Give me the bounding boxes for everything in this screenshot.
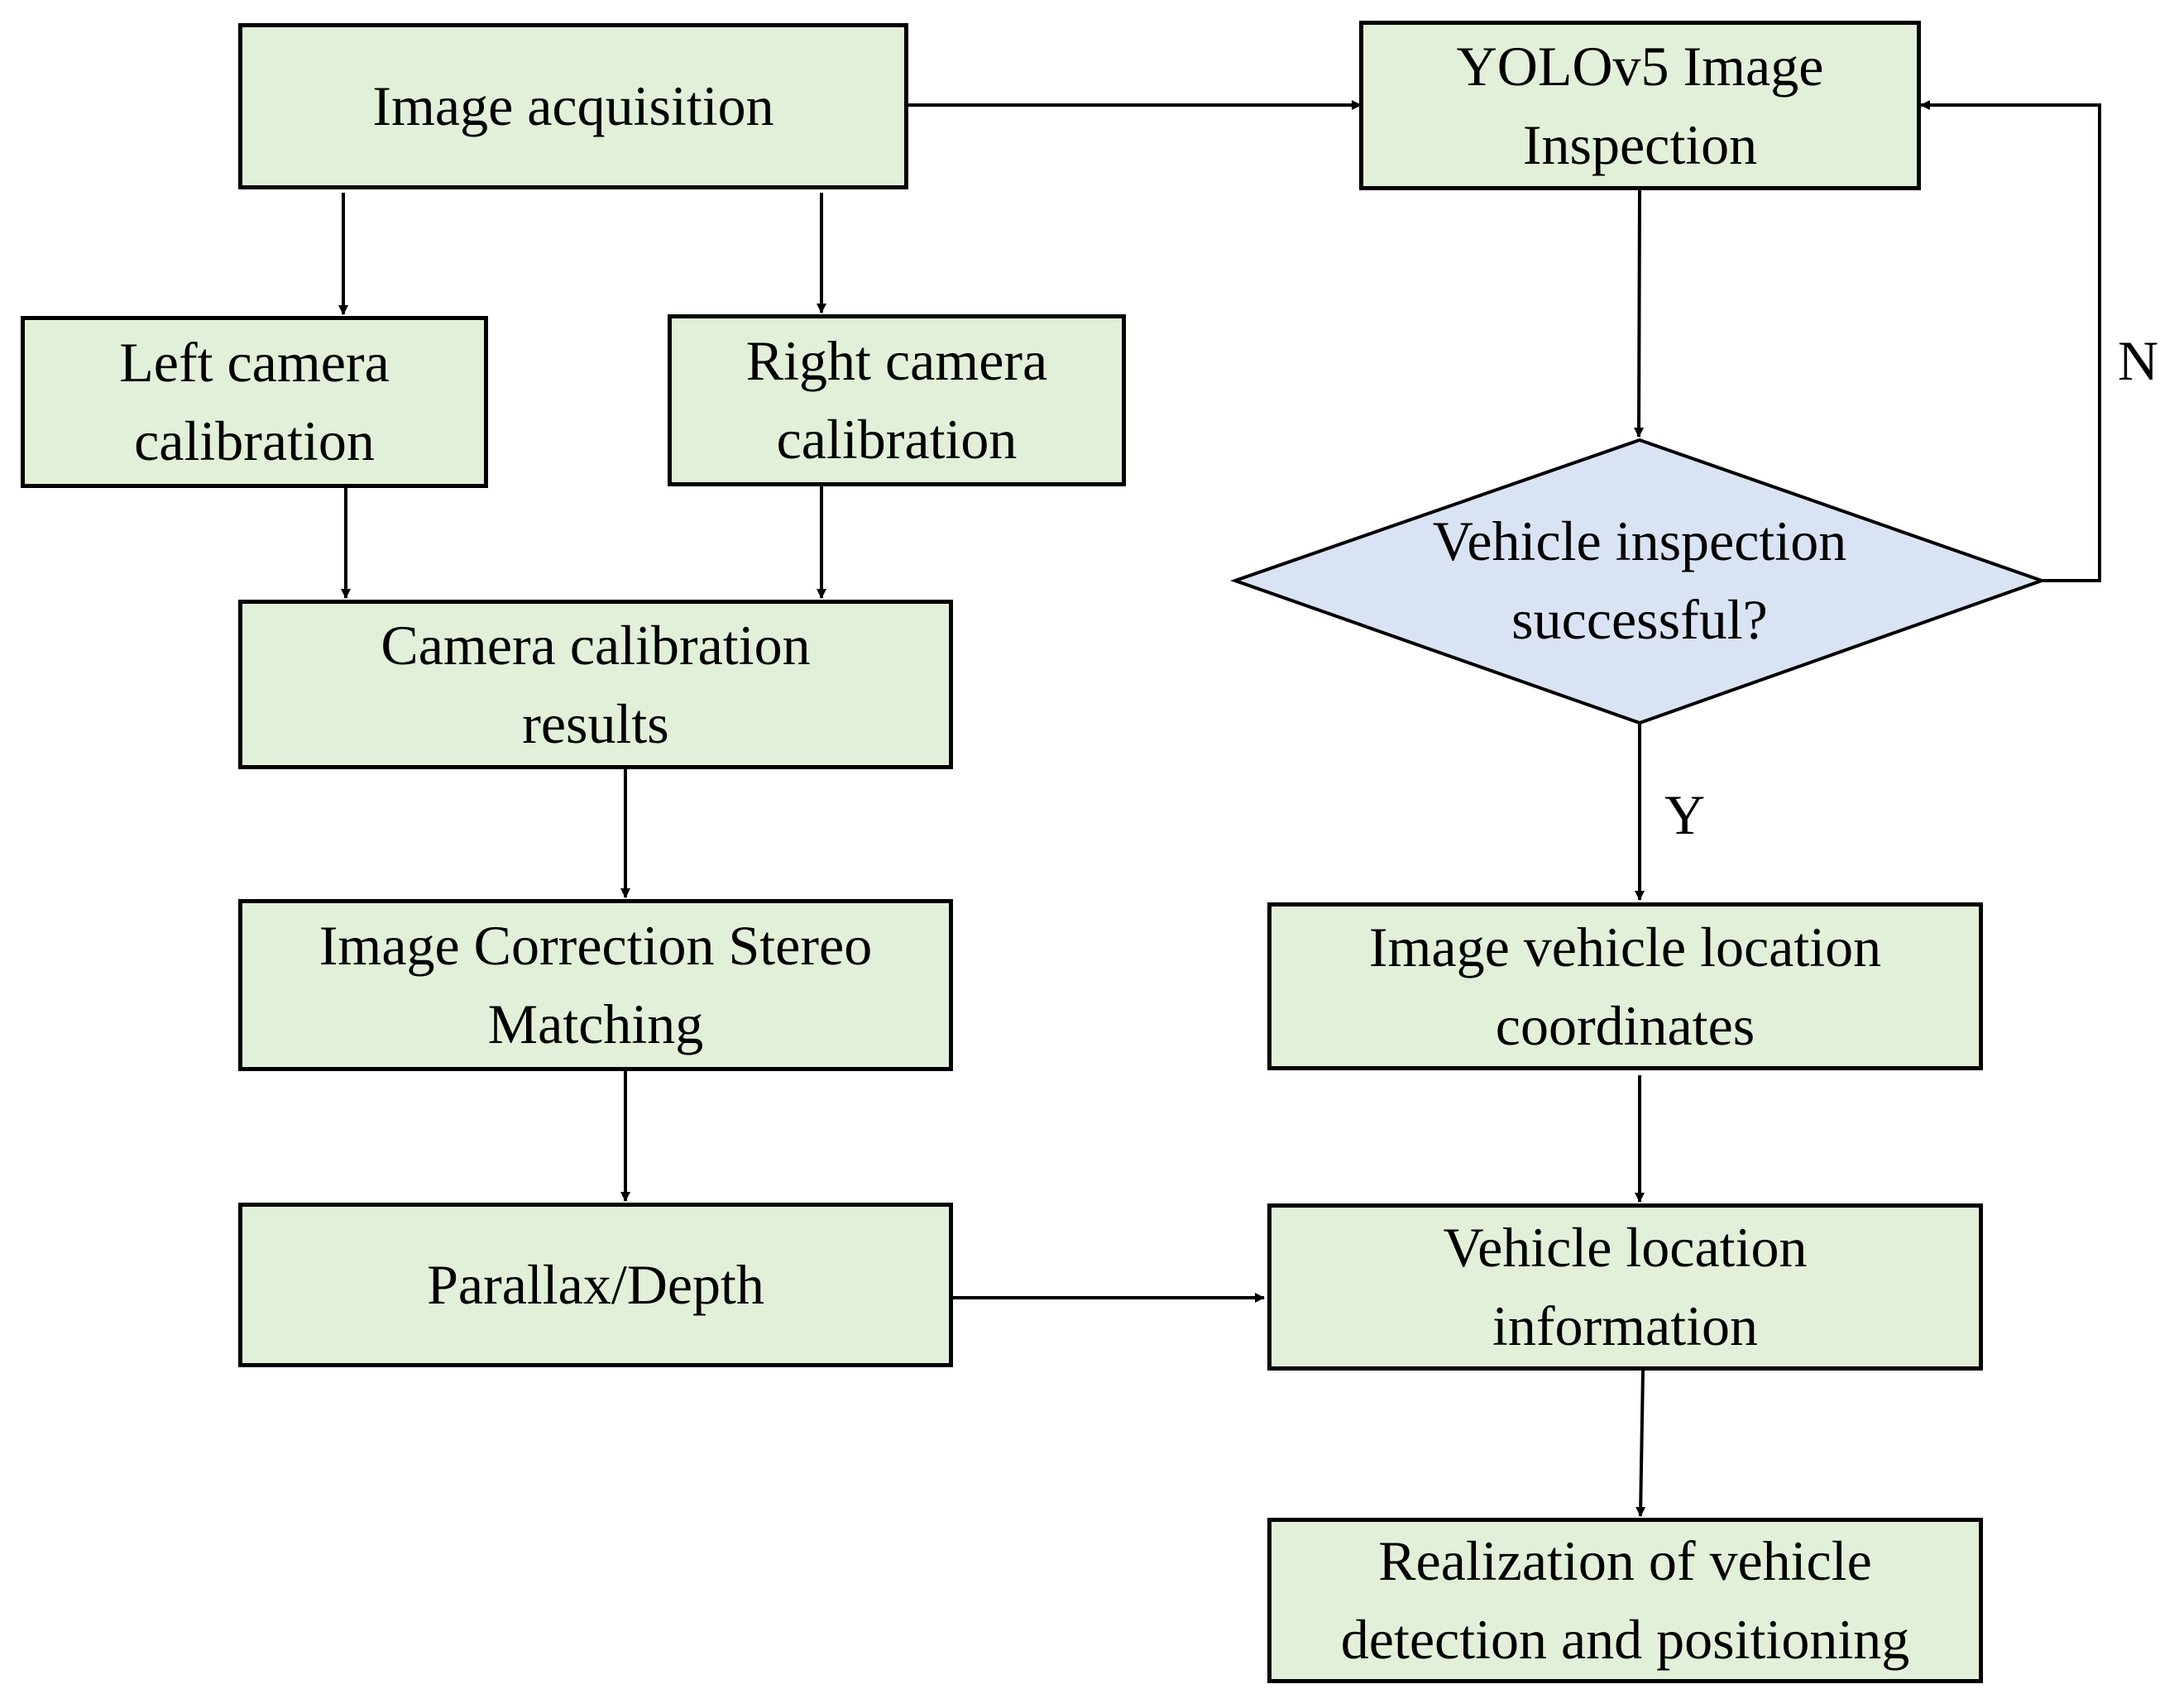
- realization-label: Realization of vehicle detection and pos…: [1340, 1529, 1910, 1671]
- left-calibration-label: Left camera calibration: [119, 331, 390, 472]
- arrow-decision-no-loop: [1920, 100, 2101, 582]
- image-correction-label: Image Correction Stereo Matching: [318, 914, 873, 1055]
- image-acquisition-label: Image acquisition: [372, 74, 774, 137]
- realization-box: Realization of vehicle detection and pos…: [1267, 1518, 1983, 1683]
- right-calibration-label: Right camera calibration: [745, 329, 1048, 471]
- parallax-depth-label: Parallax/Depth: [427, 1253, 764, 1316]
- image-acquisition-box: Image acquisition: [238, 23, 908, 189]
- yolo-inspection-label: YOLOv5 Image Inspection: [1456, 34, 1824, 176]
- edge-label-no: N: [2118, 329, 2159, 392]
- decision-diamond-label: Vehicle inspection successful?: [1432, 510, 1847, 651]
- image-correction-box: Image Correction Stereo Matching: [238, 899, 953, 1071]
- right-calibration-box: Right camera calibration: [668, 314, 1126, 486]
- vehicle-location-info-label: Vehicle location information: [1443, 1216, 1808, 1357]
- yolo-inspection-box: YOLOv5 Image Inspection: [1359, 21, 1921, 190]
- image-vehicle-location-label: Image vehicle location coordinates: [1368, 915, 1882, 1057]
- edge-label-yes: Y: [1664, 783, 1706, 846]
- parallax-depth-box: Parallax/Depth: [238, 1203, 953, 1367]
- image-vehicle-location-box: Image vehicle location coordinates: [1267, 902, 1983, 1070]
- left-calibration-box: Left camera calibration: [21, 316, 488, 488]
- vehicle-location-info-box: Vehicle location information: [1267, 1203, 1983, 1371]
- arrow-location-info-to-realization: [1635, 1370, 1646, 1517]
- calibration-results-box: Camera calibration results: [238, 600, 953, 769]
- calibration-results-label: Camera calibration results: [381, 613, 811, 755]
- arrow-yolo-to-decision: [1634, 189, 1645, 438]
